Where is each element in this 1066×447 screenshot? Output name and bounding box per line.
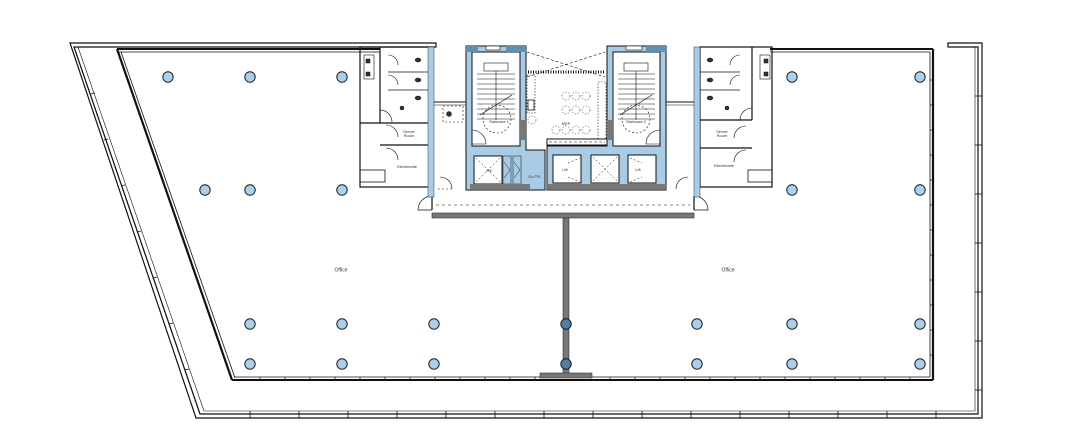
column-marker [199, 184, 211, 196]
column-marker [786, 71, 798, 83]
room-label-mep: MEP [561, 121, 571, 126]
column-marker [162, 71, 174, 83]
staircase-1 [465, 45, 546, 191]
column-marker [428, 358, 440, 370]
column-marker [786, 184, 798, 196]
column-marker [914, 184, 926, 196]
column-marker [336, 71, 348, 83]
staircase-2 [546, 45, 667, 191]
left-service-core [359, 46, 470, 198]
column-marker [336, 184, 348, 196]
column-marker [244, 318, 256, 330]
room-label-office-right: Office [721, 267, 735, 274]
column-marker [560, 318, 572, 330]
room-label-staircase-1: Staircase 1 [488, 119, 510, 124]
room-label-office-left: Office [334, 267, 348, 274]
column-marker [428, 318, 440, 330]
room-label-lift-left: Lift [486, 168, 492, 173]
column-marker [336, 318, 348, 330]
room-label-kitchenette-right: Kitchenette [713, 163, 735, 168]
column-marker [244, 71, 256, 83]
column-marker [244, 358, 256, 370]
outer-terrace-edge [69, 42, 983, 419]
column-marker [786, 318, 798, 330]
column-marker [560, 358, 572, 370]
column-marker [336, 358, 348, 370]
column-marker [914, 358, 926, 370]
right-service-core [660, 46, 773, 198]
left-wc-fixtures [365, 57, 452, 117]
column-marker [914, 71, 926, 83]
room-label-lift-right: Lift [635, 167, 641, 172]
room-label-fire-lift: Lift [562, 167, 568, 172]
room-label-kitchenette-left: Kitchenette [396, 164, 418, 169]
right-wc-fixtures [706, 57, 769, 111]
column-marker [786, 358, 798, 370]
column-marker [914, 318, 926, 330]
room-label-staircase-2: Staircase 2 [625, 119, 647, 124]
column-marker [691, 358, 703, 370]
column-marker [691, 318, 703, 330]
column-marker [244, 184, 256, 196]
structural-columns [162, 71, 926, 370]
room-label-fire-lobby: Ex.FFL [528, 174, 542, 179]
building-envelope [115, 48, 935, 381]
corridor-spine [417, 195, 709, 379]
mep-room [526, 51, 608, 146]
